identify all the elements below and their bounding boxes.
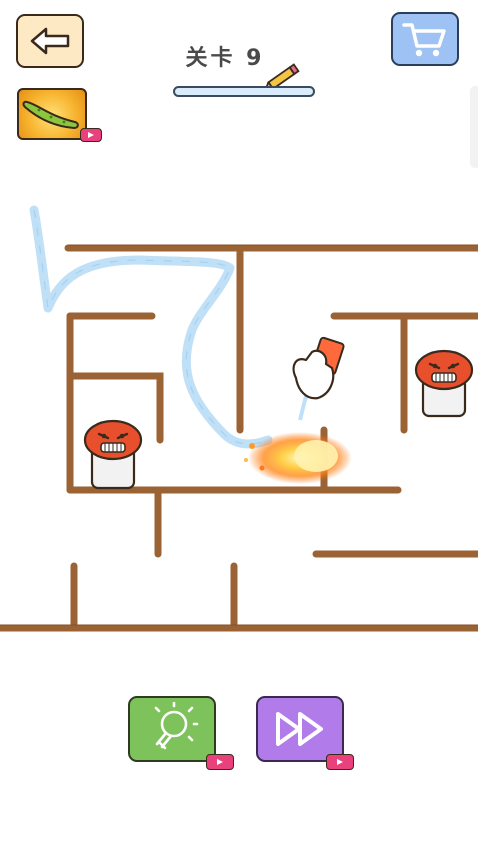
level-title: 关卡 9: [185, 46, 265, 71]
ad-badge-skin: [80, 128, 102, 142]
hint-button[interactable]: [128, 696, 216, 762]
side-panel-tab[interactable]: [470, 86, 478, 168]
shop-button[interactable]: [391, 12, 459, 66]
ad-badge-skip: [326, 754, 354, 770]
level-progress-bar: [173, 86, 315, 97]
fast-forward-icon: [276, 712, 323, 746]
drawn-line: [29, 205, 273, 449]
skip-level-button[interactable]: [256, 696, 344, 762]
maze-walls: [0, 244, 478, 632]
cucumber-icon: [22, 100, 79, 130]
skin-button[interactable]: [17, 88, 87, 140]
ad-badge-hint: [206, 754, 234, 770]
back-button[interactable]: [16, 14, 84, 68]
monster-right: [414, 349, 474, 418]
shopping-cart-icon: [402, 23, 446, 57]
lightbulb-icon: [154, 702, 199, 750]
fire-effect: [244, 432, 352, 484]
hand-with-card: [292, 336, 345, 421]
monster-left: [83, 419, 143, 490]
arrow-left-icon: [30, 27, 70, 55]
maze-board: [0, 205, 478, 632]
